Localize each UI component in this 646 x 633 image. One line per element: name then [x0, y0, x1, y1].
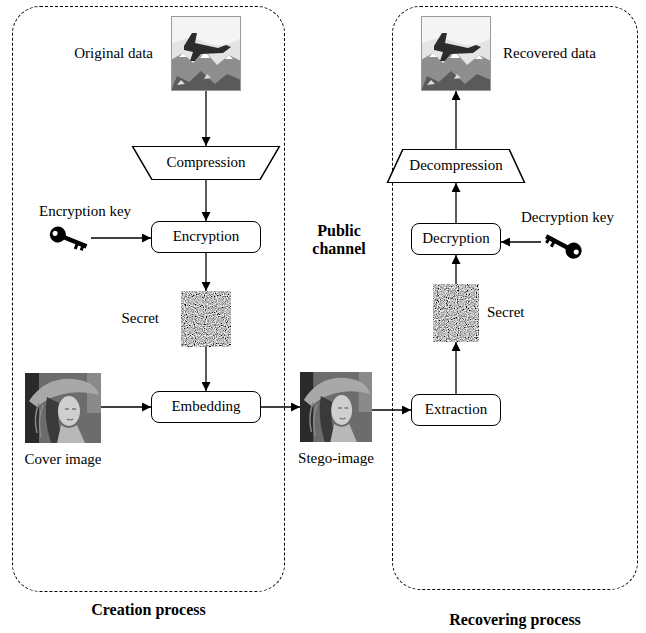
channel-label: Public channel — [301, 222, 377, 259]
arrow-connector — [205, 91, 206, 146]
image-node: Decryption key — [541, 229, 585, 261]
jet-photo — [171, 16, 241, 91]
image-node: Recovered data — [421, 16, 491, 91]
node-label: Stego-image — [298, 450, 374, 467]
label-holder: Cover image — [24, 451, 101, 468]
process-box: Decryption — [411, 223, 501, 255]
process-group: Creation process Original data Compressi… — [12, 6, 285, 592]
node-label: Secret — [487, 304, 524, 321]
label-holder: Recovering process — [449, 611, 581, 629]
process-box: Extraction — [411, 394, 501, 426]
label-holder: Encryption key — [39, 203, 131, 220]
noise-image — [433, 284, 479, 342]
node-label: Encryption key — [39, 203, 131, 220]
label-holder: Secret — [487, 304, 524, 321]
node-label: Encryption — [173, 228, 240, 245]
label-holder: Recovered data — [503, 45, 596, 62]
key-icon — [47, 223, 91, 255]
node-label: Decompression — [409, 157, 502, 174]
label-holder: Creation process — [91, 601, 206, 619]
arrow-connector — [455, 342, 456, 394]
arrow-connector — [455, 183, 456, 223]
node-label: Original data — [74, 45, 153, 62]
group-title: Recovering process — [449, 611, 581, 629]
node-label: Extraction — [425, 401, 487, 418]
process-box: Embedding — [151, 391, 261, 423]
process-group: Recovering process Recovered data Decomp… — [392, 6, 638, 590]
label-holder: Decompression — [386, 149, 526, 183]
node-label: Cover image — [24, 451, 101, 468]
image-node: Secret — [181, 291, 231, 347]
arrow-connector — [455, 255, 456, 284]
node-label: Embedding — [171, 398, 240, 415]
group-title: Creation process — [91, 601, 206, 619]
noise-image — [181, 291, 231, 347]
arrow-connector — [91, 237, 151, 238]
portrait-photo — [300, 372, 372, 442]
label-holder: Stego-image — [298, 450, 374, 467]
process-box: Encryption — [151, 221, 261, 253]
node-label: Secret — [122, 310, 159, 327]
label-holder: Original data — [74, 45, 153, 62]
arrow-connector — [205, 253, 206, 291]
node-label: Decryption key — [521, 209, 614, 226]
image-node: Secret — [433, 284, 479, 342]
arrow-connector — [205, 347, 206, 391]
arrow-connector — [205, 180, 206, 221]
image-node: Encryption key — [47, 223, 91, 255]
node-label: Compression — [166, 154, 245, 171]
label-holder: Decryption key — [521, 209, 614, 226]
key-icon — [541, 229, 585, 261]
image-node: Cover image — [25, 373, 101, 443]
label-holder: Secret — [122, 310, 159, 327]
arrow-connector — [455, 91, 456, 149]
image-node: Stego-image — [300, 372, 372, 442]
arrow-connector — [261, 406, 300, 407]
image-node: Original data — [171, 16, 241, 91]
node-label: Decryption — [422, 230, 489, 247]
jet-photo — [421, 16, 491, 91]
arrow-connector — [501, 241, 541, 242]
trapezoid-block: Compression — [131, 146, 281, 180]
arrow-connector — [101, 406, 151, 407]
portrait-photo — [25, 373, 101, 443]
trapezoid-block: Decompression — [386, 149, 526, 183]
label-holder: Compression — [131, 146, 281, 180]
node-label: Recovered data — [503, 45, 596, 62]
